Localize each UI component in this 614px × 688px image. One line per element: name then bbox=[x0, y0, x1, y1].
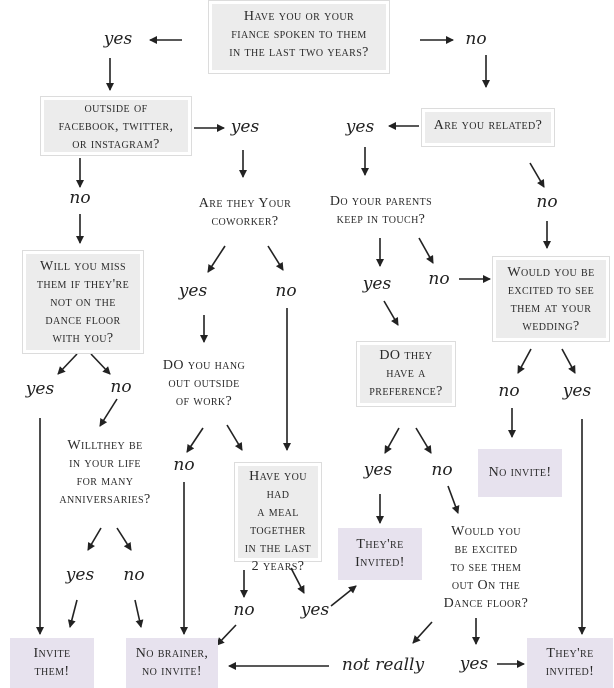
answer-label: no bbox=[123, 565, 145, 585]
answer-label: no bbox=[275, 281, 297, 301]
question-excited-wedding: Would you be excited to see them at your… bbox=[496, 260, 606, 338]
answer-label: yes bbox=[459, 654, 489, 674]
answer-label: yes bbox=[562, 381, 592, 401]
answer-label: not really bbox=[341, 655, 425, 675]
arrow bbox=[134, 599, 144, 628]
question-social: outside of facebook, twitter, or instagr… bbox=[44, 100, 188, 152]
question-preference: DO they have a preference? bbox=[360, 345, 452, 403]
answer-label: yes bbox=[362, 274, 392, 294]
question-dance: Would you be excited to see them out On … bbox=[443, 524, 529, 611]
arrow bbox=[415, 427, 432, 454]
answer-label: no bbox=[498, 381, 520, 401]
arrow bbox=[412, 621, 433, 644]
answer-label: no bbox=[110, 377, 132, 397]
answer-label: yes bbox=[363, 460, 393, 480]
result-no-invite: No invite! bbox=[478, 449, 562, 497]
answer-label: yes bbox=[345, 117, 375, 137]
question-coworker: Are they Your coworker? bbox=[198, 196, 292, 229]
arrow bbox=[447, 485, 460, 514]
arrow bbox=[216, 624, 237, 646]
arrow bbox=[290, 567, 305, 594]
question-miss: Will you miss them if they're not on the… bbox=[26, 254, 140, 350]
answer-label: yes bbox=[103, 29, 133, 49]
result-theyre-invited-1: They're Invited! bbox=[338, 528, 422, 580]
question-hangout: DO you hang out outside of work? bbox=[162, 358, 246, 409]
answer-label: no bbox=[233, 600, 255, 620]
arrow bbox=[330, 585, 357, 607]
answer-label: no bbox=[69, 188, 91, 208]
answer-label: no bbox=[428, 269, 450, 289]
result-invite-them: Invite them! bbox=[10, 638, 94, 688]
arrow bbox=[67, 599, 78, 628]
arrow bbox=[226, 424, 243, 451]
arrow bbox=[418, 237, 434, 264]
result-no-brainer: No brainer, no invite! bbox=[126, 638, 218, 688]
arrow bbox=[207, 245, 226, 273]
answer-label: no bbox=[173, 455, 195, 475]
question-spoken: Have you or your fiance spoken to them i… bbox=[212, 4, 386, 70]
arrow bbox=[384, 427, 400, 454]
arrow bbox=[186, 427, 204, 453]
question-parents: Do your parents keep in touch? bbox=[329, 194, 433, 227]
arrow bbox=[57, 353, 78, 375]
result-theyre-invited-2: They're invited! bbox=[527, 638, 613, 688]
arrow bbox=[87, 527, 102, 551]
answer-label: yes bbox=[178, 281, 208, 301]
arrow bbox=[529, 162, 545, 188]
answer-label: no bbox=[431, 460, 453, 480]
arrow bbox=[267, 245, 284, 271]
arrow bbox=[116, 527, 132, 551]
answer-label: yes bbox=[300, 600, 330, 620]
question-meal: Have you had a meal together in the last… bbox=[238, 466, 318, 574]
arrow bbox=[517, 348, 532, 374]
answer-label: no bbox=[465, 29, 487, 49]
answer-label: yes bbox=[230, 117, 260, 137]
answer-label: yes bbox=[65, 565, 95, 585]
arrow bbox=[383, 300, 399, 326]
arrow bbox=[99, 398, 118, 427]
question-related: Are you related? bbox=[425, 112, 551, 143]
arrow bbox=[561, 348, 576, 374]
question-anniversaries: Willthey be in your life for many annive… bbox=[59, 438, 151, 507]
answer-label: yes bbox=[25, 379, 55, 399]
answer-label: no bbox=[536, 192, 558, 212]
arrow bbox=[90, 353, 111, 375]
